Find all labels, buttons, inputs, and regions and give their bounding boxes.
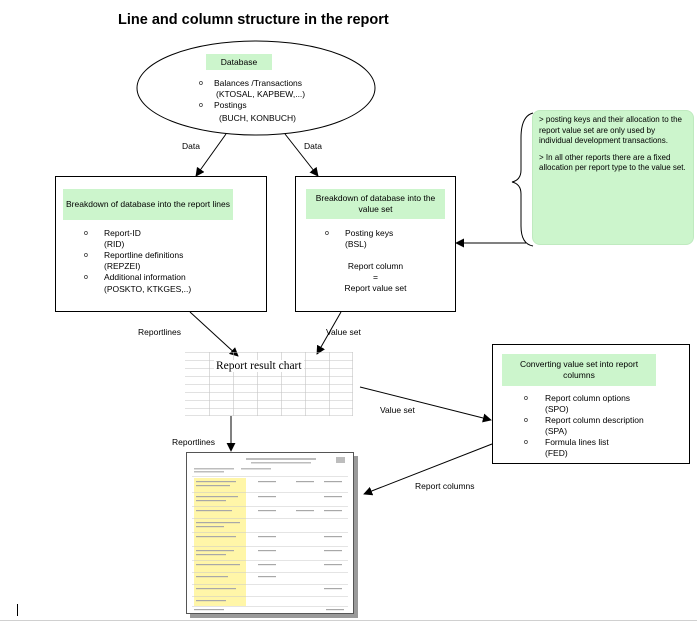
arrow-reportlines-to-chart (189, 311, 239, 357)
note-brace (511, 112, 534, 247)
report-lines-item-sub: (REPZEI) (104, 261, 141, 271)
page-bottom-rule (0, 620, 697, 621)
arrow-label-data-left: Data (182, 141, 200, 151)
arrow-label-report-columns: Report columns (415, 481, 475, 491)
bullet-icon: o (84, 274, 88, 281)
bullet-icon: o (84, 230, 88, 237)
value-set-equation-right: Report value set (344, 283, 407, 293)
arrow-label-data-right: Data (304, 141, 322, 151)
text-cursor (17, 604, 18, 616)
report-lines-item-label: Reportline definitions (104, 250, 184, 260)
database-item-label: Postings (214, 100, 247, 110)
report-lines-item-label: Additional information (104, 272, 186, 282)
arrow-label-reportlines-top: Reportlines (138, 327, 181, 337)
bullet-icon: o (524, 395, 528, 402)
bullet-icon: o (84, 252, 88, 259)
columns-item-sub: (FED) (545, 448, 568, 458)
arrow-database-to-valueset (284, 133, 319, 177)
note-callout: > posting keys and their allocation to t… (532, 110, 694, 245)
page-title: Line and column structure in the report (118, 12, 389, 28)
arrow-valueset-to-chart (316, 311, 342, 355)
arrow-label-value-set-top: Value set (326, 327, 361, 337)
database-item-sub: (KTOSAL, KAPBEW,...) (216, 89, 306, 99)
arrow-label-value-set-right: Value set (380, 405, 415, 415)
arrow-database-to-reportlines (195, 133, 227, 177)
bullet-icon: o (524, 417, 528, 424)
columns-item-label: Report column options (545, 393, 631, 403)
columns-item-sub: (SPO) (545, 404, 569, 414)
columns-item-label: Report column description (545, 415, 644, 425)
report-lines-item-label: Report-ID (104, 228, 141, 238)
result-chart-title: Report result chart (214, 360, 304, 372)
database-item-label: Balances /Transactions (214, 78, 303, 88)
value-set-item-sub: (BSL) (345, 239, 367, 249)
arrow-columns-to-document (363, 443, 493, 496)
report-lines-item-sub: (POSKTO, KTKGES,..) (104, 284, 192, 294)
bullet-icon: o (524, 439, 528, 446)
arrow-chart-to-columns-box (359, 386, 492, 423)
value-set-equation-left: Report column (347, 261, 404, 271)
report-lines-item-sub: (RID) (104, 239, 125, 249)
report-document-thumbnail (186, 452, 358, 618)
columns-box-header: Converting value set into report columns (502, 354, 656, 386)
value-set-box-header: Breakdown of database into the value set (306, 189, 445, 219)
note-paragraph: > posting keys and their allocation to t… (539, 115, 682, 145)
bullet-icon: o (199, 80, 203, 87)
bullet-icon: o (199, 102, 203, 109)
value-set-equation-sign: = (373, 272, 378, 282)
columns-item-sub: (SPA) (545, 426, 568, 436)
database-ellipse (136, 40, 376, 136)
database-item-sub: (BUCH, KONBUCH) (219, 113, 296, 123)
value-set-item-label: Posting keys (345, 228, 394, 238)
database-header: Database (206, 54, 272, 70)
report-lines-box-header: Breakdown of database into the report li… (63, 189, 233, 220)
bullet-icon: o (325, 230, 329, 237)
arrow-label-reportlines-bottom: Reportlines (172, 437, 215, 447)
columns-item-label: Formula lines list (545, 437, 609, 447)
note-paragraph: > In all other reports there are a fixed… (539, 152, 686, 173)
